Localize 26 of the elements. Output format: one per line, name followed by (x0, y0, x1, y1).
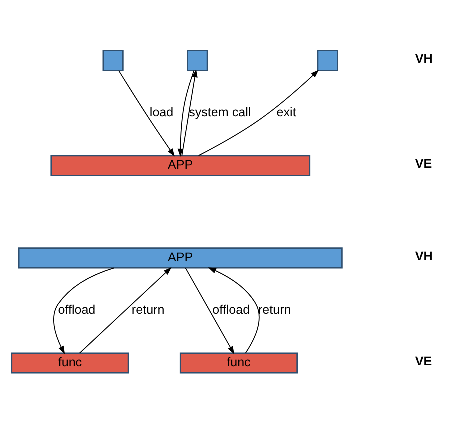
arrow (118, 70, 175, 156)
label: VH (415, 52, 433, 66)
node-box: APP (50, 154, 311, 176)
label: VH (415, 249, 433, 264)
edge-label: system call (189, 105, 252, 120)
node-box: func (11, 352, 130, 374)
arrow (54, 267, 115, 354)
edge-label: return (258, 302, 292, 317)
arrow (182, 68, 198, 156)
label: VE (415, 354, 432, 368)
arrow (178, 70, 195, 157)
node-box (317, 50, 338, 71)
node-box: func (180, 352, 298, 374)
edge-label: return (132, 302, 165, 317)
edge-label: load (150, 105, 174, 120)
node-box: APP (18, 247, 343, 268)
edge-label: offload (58, 302, 96, 317)
node-box (187, 50, 208, 71)
label: VE (415, 156, 432, 171)
node-box (102, 50, 124, 71)
edge-label: offload (212, 302, 250, 317)
edge-label: exit (276, 105, 296, 120)
arrow (79, 266, 172, 354)
arrow (208, 267, 260, 354)
arrow (198, 70, 320, 156)
arrow (185, 267, 235, 354)
